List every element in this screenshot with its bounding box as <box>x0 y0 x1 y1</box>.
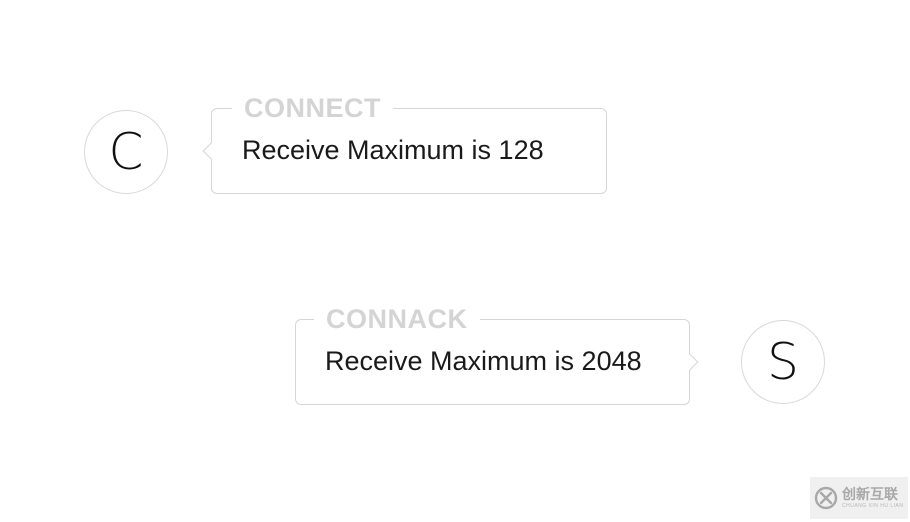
server-avatar: S <box>741 320 825 404</box>
connect-message-bubble: CONNECT Receive Maximum is 128 <box>202 92 607 194</box>
watermark-text-group: 创新互联 CHUANG XIN HU LIAN <box>842 488 904 509</box>
client-avatar: C <box>84 110 168 194</box>
watermark-subtext: CHUANG XIN HU LIAN <box>842 502 904 509</box>
connack-packet-label: CONNACK <box>314 303 480 335</box>
watermark-text: 创新互联 <box>842 486 898 503</box>
connect-bubble-tail <box>202 142 220 160</box>
connack-bubble-tail <box>681 353 699 371</box>
connack-message-bubble: CONNACK Receive Maximum is 2048 <box>295 303 699 405</box>
connect-message-text: Receive Maximum is 128 <box>242 135 544 165</box>
connack-message-text: Receive Maximum is 2048 <box>325 346 642 376</box>
client-avatar-letter: C <box>108 123 144 181</box>
connect-packet-label: CONNECT <box>232 92 393 124</box>
chuangxin-logo-icon <box>814 486 838 510</box>
watermark: 创新互联 CHUANG XIN HU LIAN <box>810 477 908 519</box>
server-avatar-letter: S <box>767 333 799 391</box>
